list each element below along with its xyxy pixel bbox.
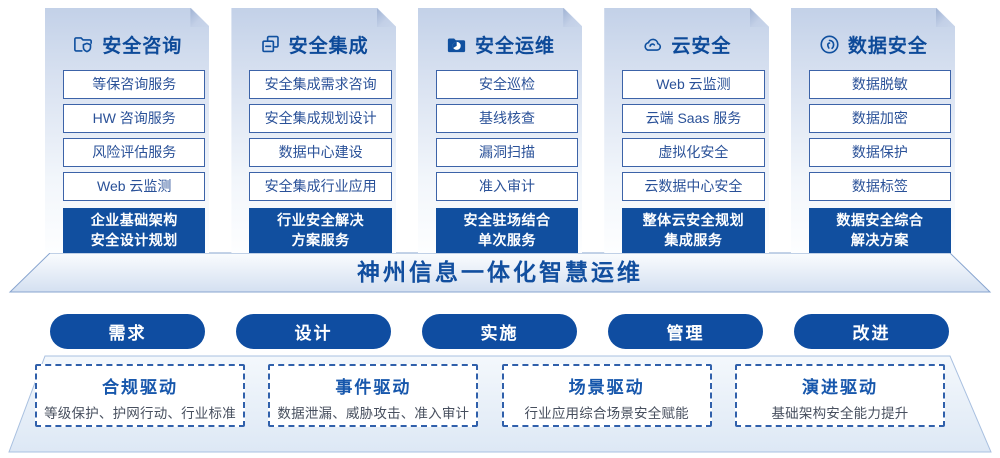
service-item: 漏洞扫描: [435, 138, 579, 167]
service-item: 准入审计: [435, 172, 579, 201]
column-header: 云安全: [604, 8, 768, 70]
column-title: 数据安全: [847, 35, 928, 57]
service-item: 安全集成需求咨询: [249, 70, 392, 99]
footer-line: 企业基础架构: [90, 212, 178, 229]
service-item: 等保咨询服务: [63, 70, 206, 99]
column-header: 安全运维: [418, 8, 582, 70]
column-footer: 安全驻场结合 单次服务: [435, 208, 579, 253]
driver-title: 事件驱动: [335, 378, 412, 397]
process-pill-improvement: 改进: [794, 314, 949, 349]
service-item: 数据脱敏: [808, 70, 952, 99]
column-security-consulting: 安全咨询 等保咨询服务 HW 咨询服务 风险评估服务 Web 云监测 企业基础架…: [45, 8, 210, 253]
column-title: 云安全: [671, 35, 732, 57]
driver-cards: 合规驱动 等级保护、护网行动、行业标准 事件驱动 数据泄漏、威胁攻击、准入审计 …: [35, 364, 945, 427]
fingerprint-icon: [818, 33, 841, 56]
driver-desc: 基础架构安全能力提升: [771, 406, 909, 421]
service-columns: 安全咨询 等保咨询服务 HW 咨询服务 风险评估服务 Web 云监测 企业基础架…: [45, 8, 956, 253]
driver-title: 合规驱动: [102, 378, 178, 397]
service-item: 云数据中心安全: [622, 172, 765, 201]
footer-line: 单次服务: [478, 232, 537, 248]
column-data-security: 数据安全 数据脱敏 数据加密 数据保护 数据标签 数据安全综合 解决方案: [790, 8, 956, 253]
driver-card-incident: 事件驱动 数据泄漏、威胁攻击、准入审计: [268, 364, 479, 427]
footer-line: 安全设计规划: [90, 232, 178, 248]
driver-title: 场景驱动: [568, 378, 645, 397]
service-item: 数据保护: [808, 138, 952, 167]
service-item: 数据标签: [808, 172, 952, 201]
service-item: 风险评估服务: [63, 138, 206, 167]
column-title: 安全运维: [475, 35, 556, 57]
column-cloud-security: 云安全 Web 云监测 云端 Saas 服务 虚拟化安全 云数据中心安全 整体云…: [604, 8, 769, 253]
service-item: 安全巡检: [435, 70, 579, 99]
service-item: Web 云监测: [622, 70, 765, 99]
documents-copy-icon: [259, 33, 282, 56]
process-pills: 需求 设计 实施 管理 改进: [50, 314, 949, 349]
driver-card-evolution: 演进驱动 基础架构安全能力提升: [734, 364, 945, 427]
driver-desc: 等级保护、护网行动、行业标准: [44, 406, 236, 421]
column-header: 安全咨询: [45, 8, 209, 70]
service-item: 安全集成行业应用: [249, 172, 392, 201]
service-item: 数据中心建设: [249, 138, 392, 167]
column-title: 安全咨询: [102, 35, 183, 57]
footer-line: 方案服务: [291, 232, 350, 248]
service-item: 数据加密: [808, 104, 952, 133]
service-item: 安全集成规划设计: [249, 104, 392, 133]
process-pill-implementation: 实施: [422, 314, 577, 349]
process-pill-design: 设计: [236, 314, 391, 349]
cloud-icon: [641, 33, 664, 56]
footer-line: 整体云安全规划: [642, 212, 745, 229]
folder-pie-icon: [445, 33, 468, 56]
folder-shield-icon: [72, 33, 95, 56]
footer-line: 数据安全综合: [836, 212, 924, 229]
column-security-operations: 安全运维 安全巡检 基线核查 漏洞扫描 准入审计 安全驻场结合 单次服务: [417, 8, 583, 253]
driver-title: 演进驱动: [801, 378, 878, 397]
banner-trapezoid: [8, 252, 992, 293]
driver-desc: 数据泄漏、威胁攻击、准入审计: [277, 406, 470, 421]
service-item: 虚拟化安全: [622, 138, 765, 167]
column-footer: 企业基础架构 安全设计规划: [63, 208, 206, 253]
service-item: Web 云监测: [63, 172, 206, 201]
column-header: 安全集成: [231, 8, 395, 70]
driver-desc: 行业应用综合场景安全赋能: [524, 406, 689, 421]
footer-line: 解决方案: [850, 232, 909, 248]
column-footer: 行业安全解决 方案服务: [249, 208, 392, 253]
column-footer: 整体云安全规划 集成服务: [622, 208, 765, 253]
driver-card-compliance: 合规驱动 等级保护、护网行动、行业标准: [35, 364, 245, 427]
service-item: 基线核查: [435, 104, 579, 133]
footer-line: 安全驻场结合: [463, 212, 551, 229]
column-security-integration: 安全集成 安全集成需求咨询 安全集成规划设计 数据中心建设 安全集成行业应用 行…: [231, 8, 396, 253]
driver-card-scenario: 场景驱动 行业应用综合场景安全赋能: [501, 364, 712, 427]
process-pill-requirement: 需求: [50, 314, 205, 349]
column-title: 安全集成: [288, 35, 369, 57]
footer-line: 行业安全解决: [277, 212, 365, 229]
column-footer: 数据安全综合 解决方案: [808, 208, 952, 253]
footer-line: 集成服务: [664, 232, 723, 248]
service-item: 云端 Saas 服务: [622, 104, 765, 133]
process-pill-management: 管理: [608, 314, 763, 349]
platform-banner-title: 神州信息一体化智慧运维: [357, 259, 643, 285]
column-header: 数据安全: [791, 8, 955, 70]
service-item: HW 咨询服务: [63, 104, 206, 133]
